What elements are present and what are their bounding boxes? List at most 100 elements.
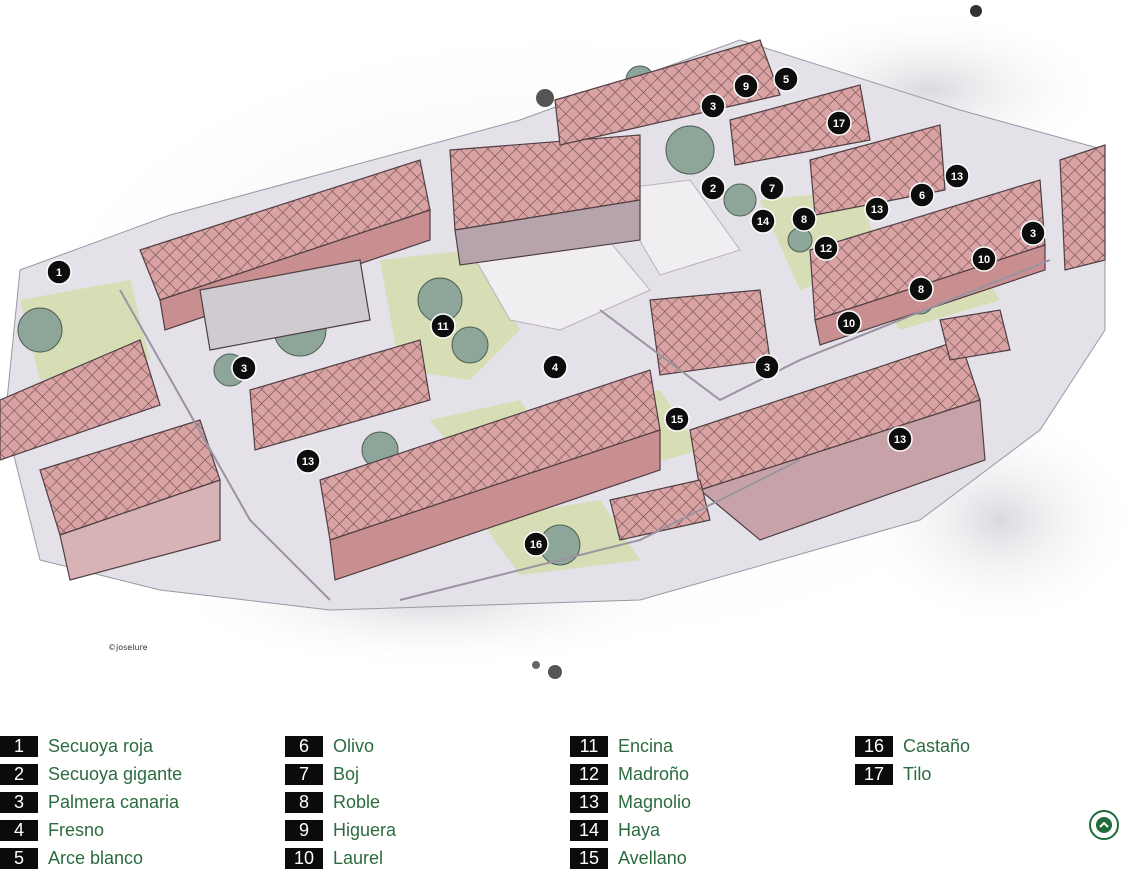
legend-number: 7: [285, 763, 323, 785]
legend-label: Avellano: [618, 847, 687, 868]
tree-marker-label: 3: [710, 101, 716, 113]
tree-marker-label: 10: [843, 318, 855, 330]
legend-item: 10 Laurel: [285, 844, 396, 872]
legend-number: 5: [0, 847, 38, 869]
tree-marker-10: 10: [971, 246, 997, 272]
tree-marker-3: 3: [754, 354, 780, 380]
legend-label: Laurel: [333, 847, 384, 868]
legend-number: 6: [285, 735, 323, 757]
tree-marker-label: 2: [710, 183, 716, 195]
legend-item: 17 Tilo: [855, 760, 970, 788]
legend-item: 14 Haya: [570, 816, 691, 844]
tree-marker-13: 13: [864, 196, 890, 222]
legend-number: 13: [570, 791, 608, 813]
legend-label: Roble: [333, 791, 381, 812]
tree-marker-label: 4: [552, 362, 559, 374]
legend-number: 10: [285, 847, 323, 869]
legend-label: Tilo: [903, 763, 932, 784]
tree-marker-8: 8: [908, 276, 934, 302]
legend-label: Secuoya gigante: [48, 763, 183, 784]
legend-number: 2: [0, 763, 38, 785]
campus-map: 12333334567889101011121313131314151617: [0, 5, 1126, 679]
tree-marker-1: 1: [46, 259, 72, 285]
legend-item: 5 Arce blanco: [0, 844, 182, 872]
legend-label: Arce blanco: [48, 847, 144, 868]
tree-marker-11: 11: [430, 313, 456, 339]
tree-marker-label: 8: [801, 214, 807, 226]
legend-label: Boj: [333, 763, 360, 784]
legend-item: 1 Secuoya roja: [0, 732, 182, 760]
legend-item: 7 Boj: [285, 760, 396, 788]
legend-label: Fresno: [48, 819, 105, 840]
tree-marker-label: 1: [56, 267, 62, 279]
buildings: [0, 39, 1106, 581]
tree-marker-label: 8: [918, 284, 924, 296]
tree-marker-4: 4: [542, 354, 568, 380]
tree-marker-7: 7: [759, 175, 785, 201]
legend-number: 15: [570, 847, 608, 869]
tree-marker-label: 3: [1030, 228, 1036, 240]
tree-marker-5: 5: [773, 66, 799, 92]
tree-marker-label: 5: [783, 74, 789, 86]
legend-item: 4 Fresno: [0, 816, 182, 844]
legend-number: 17: [855, 763, 893, 785]
tree-marker-13: 13: [944, 163, 970, 189]
tree-marker-13: 13: [295, 448, 321, 474]
legend-item: 6 Olivo: [285, 732, 396, 760]
tree-marker-3: 3: [700, 93, 726, 119]
tree-marker-label: 6: [919, 190, 925, 202]
legend-label: Castaño: [903, 735, 971, 756]
legend-label: Magnolio: [618, 791, 692, 812]
legend-number: 11: [570, 735, 608, 757]
tree-marker-label: 16: [530, 539, 542, 551]
legend-number: 8: [285, 791, 323, 813]
tree-marker-17: 17: [826, 110, 852, 136]
legend-label: Olivo: [333, 735, 375, 756]
tree-marker-label: 14: [757, 216, 770, 228]
legend-number: 9: [285, 819, 323, 841]
legend-label: Madroño: [618, 763, 690, 784]
tree-marker-label: 11: [437, 321, 449, 333]
tree-marker-10: 10: [836, 310, 862, 336]
legend-item: 8 Roble: [285, 788, 396, 816]
tree-marker-15: 15: [664, 406, 690, 432]
roads: [119, 259, 1051, 601]
tree-markers: 12333334567889101011121313131314151617: [46, 66, 1046, 557]
tree-marker-label: 10: [978, 254, 990, 266]
legend-number: 3: [0, 791, 38, 813]
chevron-up-icon: [1096, 817, 1112, 833]
legend-item: 15 Avellano: [570, 844, 691, 872]
tree-marker-label: 13: [894, 434, 906, 446]
tree-marker-8: 8: [791, 206, 817, 232]
tree-marker-label: 7: [769, 183, 775, 195]
tree-marker-label: 13: [951, 171, 963, 183]
map-credit: ©joselure: [108, 643, 148, 652]
tree-marker-14: 14: [750, 208, 776, 234]
legend-label: Secuoya roja: [48, 735, 154, 756]
tree-marker-12: 12: [813, 235, 839, 261]
tree-marker-16: 16: [523, 531, 549, 557]
tree-marker-label: 13: [302, 456, 314, 468]
tree-marker-6: 6: [909, 182, 935, 208]
legend-number: 4: [0, 819, 38, 841]
legend-number: 1: [0, 735, 38, 757]
legend-item: 13 Magnolio: [570, 788, 691, 816]
back-to-top-button[interactable]: [1089, 810, 1119, 840]
legend-number: 14: [570, 819, 608, 841]
legend-number: 12: [570, 763, 608, 785]
legend-item: 12 Madroño: [570, 760, 691, 788]
tree-marker-2: 2: [700, 175, 726, 201]
legend-item: 2 Secuoya gigante: [0, 760, 182, 788]
legend-label: Haya: [618, 819, 661, 840]
tree-marker-label: 3: [764, 362, 770, 374]
tree-marker-label: 15: [671, 414, 683, 426]
tree-marker-label: 9: [743, 81, 749, 93]
